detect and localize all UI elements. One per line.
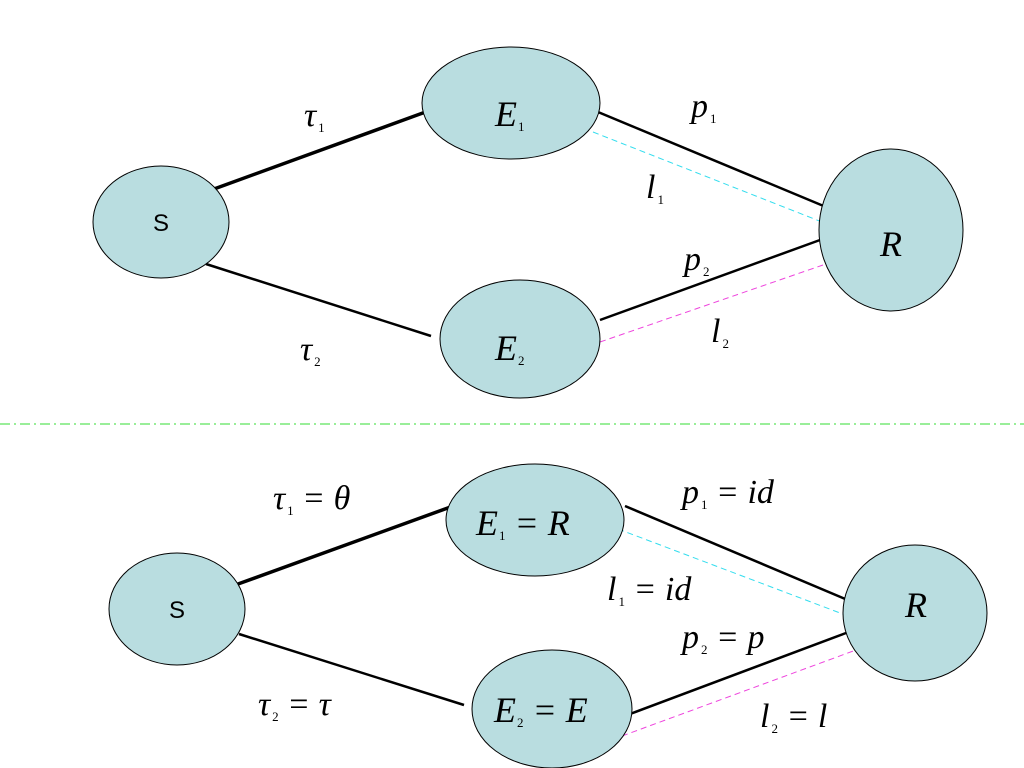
top-node-s [92,165,230,279]
bottom-node-e1-label: E1 = R [475,503,570,543]
bottom-node-s-label: S [169,597,185,624]
bottom-node-e2-label: E2 = E [493,690,588,730]
bottom-edge-e1-r [624,504,851,603]
top-node-s-label: S [153,210,169,237]
bottom-edge-s-e2 [238,632,465,707]
bottom-node-s [108,552,246,666]
top-edge-e2-r [599,238,821,322]
top-edge-s-e1 [213,108,432,191]
bottom-edge-s-e1 [237,503,457,586]
bottom-dashed-l1 [617,528,849,617]
bottom-node-r-label: R [904,585,927,625]
top-edge-e1-r [597,110,827,209]
top-node-r [818,148,964,312]
top-edge-s-e2 [205,262,432,338]
bottom-node-r [842,544,988,682]
bottom-node-e2 [471,649,633,768]
bottom-node-e1 [445,463,625,577]
top-node-r-label: R [879,224,902,264]
top-node-e2 [439,279,601,399]
bottom-dashed-l2 [621,649,857,737]
top-dashed-l1 [592,131,823,223]
top-node-e1 [421,46,601,160]
bottom-edge-e2-r [629,631,847,716]
top-node-e1-label: E1 [494,94,525,134]
top-node-e2-label: E2 [494,328,525,368]
